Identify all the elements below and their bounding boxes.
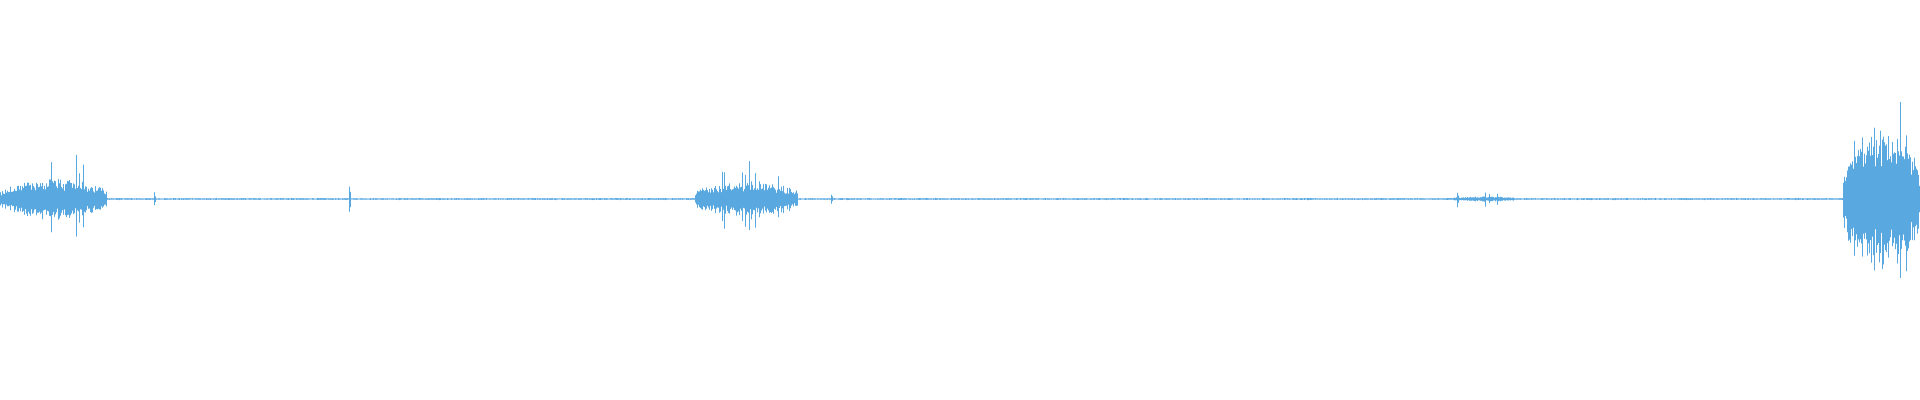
waveform-samples bbox=[0, 102, 1920, 278]
